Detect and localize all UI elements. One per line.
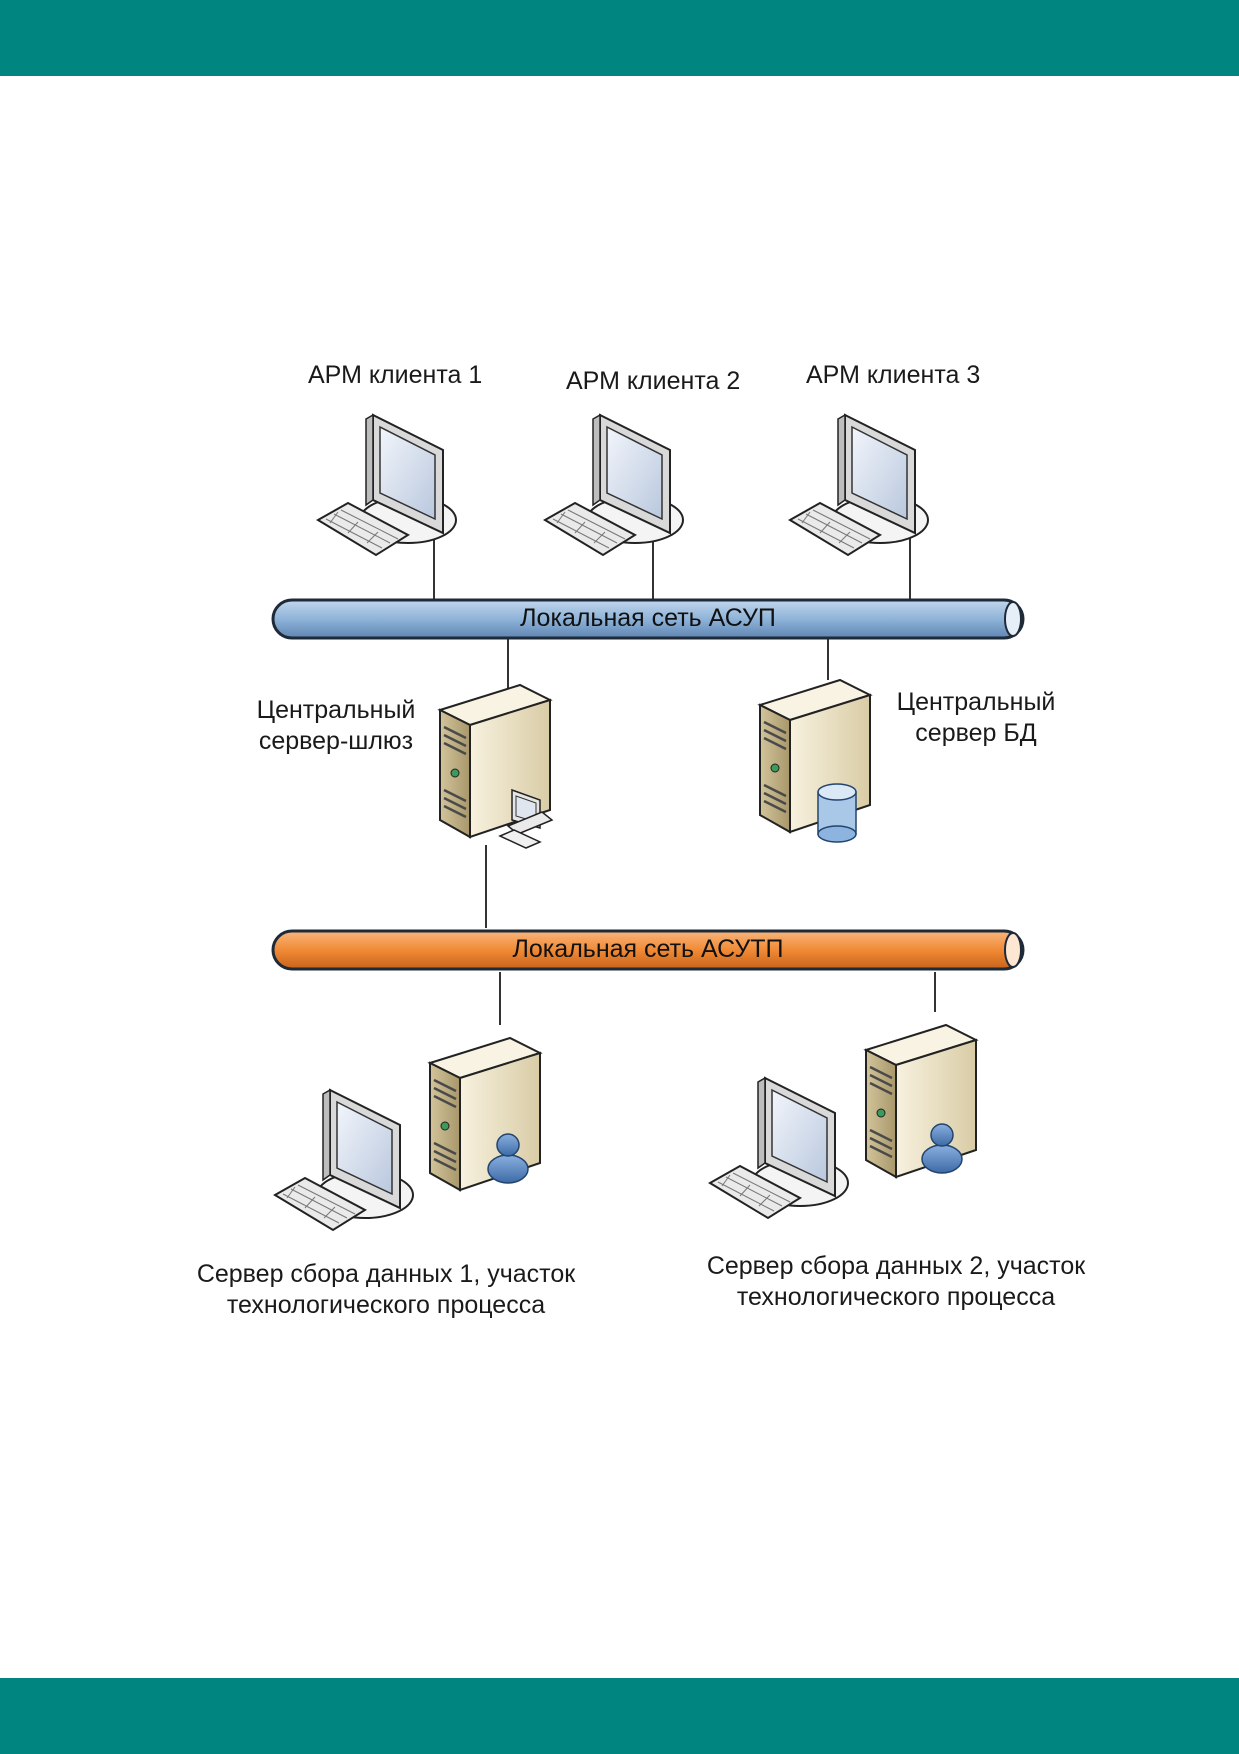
- data-server-icon-2: [709, 1023, 978, 1219]
- collector-label-1: Сервер сбора данных 1, участок технологи…: [180, 1259, 592, 1321]
- asup-network-pipe: [271, 598, 1025, 640]
- workstation-icon-1: [317, 414, 457, 556]
- client-label-2: АРМ клиента 2: [566, 367, 741, 395]
- collector-label-2-line2: технологического процесса: [736, 1283, 1056, 1311]
- gateway-label-line2: сервер-шлюз: [258, 727, 414, 755]
- bottom-band: [0, 1678, 1239, 1754]
- gateway-label-line1: Центральный: [256, 696, 416, 724]
- collector-label-2-line1: Сервер сбора данных 2, участок: [706, 1252, 1086, 1280]
- collector-label-1-line1: Сервер сбора данных 1, участок: [196, 1260, 576, 1288]
- workstation-icon-3: [789, 414, 929, 556]
- db-server-label-line2: сервер БД: [915, 719, 1037, 747]
- asutp-network-label: Локальная сеть АСУТП: [512, 935, 784, 963]
- asup-network-label: Локальная сеть АСУП: [520, 604, 776, 632]
- gateway-server-icon: [438, 683, 554, 849]
- asutp-network-pipe: [271, 929, 1025, 971]
- client-label-1: АРМ клиента 1: [308, 361, 483, 389]
- collector-label-2: Сервер сбора данных 2, участок технологи…: [690, 1251, 1102, 1313]
- top-band: [0, 0, 1239, 76]
- gateway-label: Центральный сервер-шлюз: [248, 695, 424, 757]
- db-server-label-line1: Центральный: [896, 688, 1056, 716]
- client-label-3: АРМ клиента 3: [806, 361, 981, 389]
- workstation-icon-2: [544, 414, 684, 556]
- data-server-icon-1: [274, 1036, 542, 1231]
- collector-label-1-line2: технологического процесса: [226, 1291, 546, 1319]
- db-server-label: Центральный сервер БД: [888, 687, 1064, 749]
- database-server-icon: [758, 678, 872, 843]
